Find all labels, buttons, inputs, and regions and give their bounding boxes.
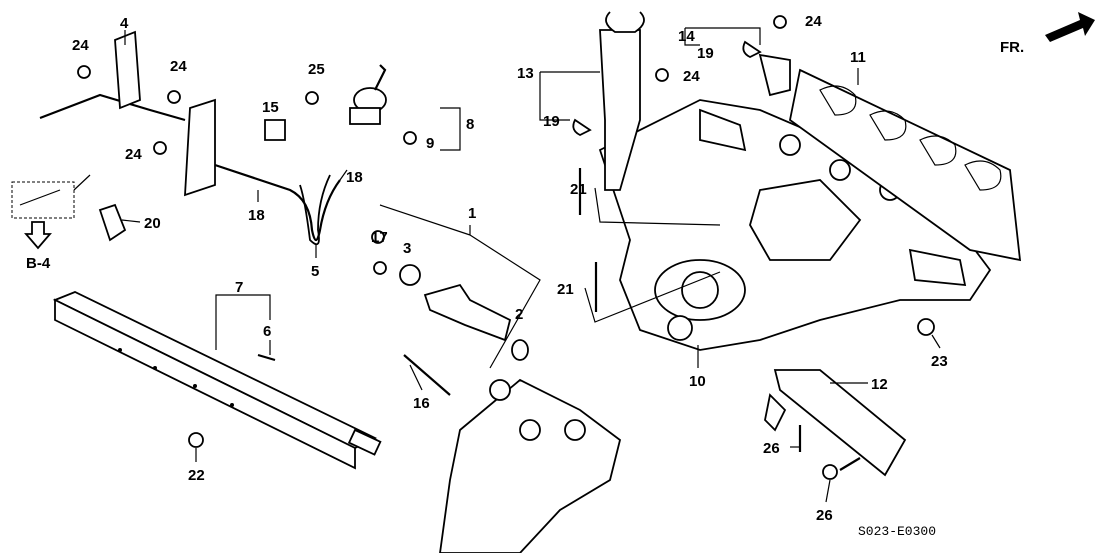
callout-17[interactable]: 17	[371, 229, 388, 246]
reference-box	[11, 174, 91, 250]
callout-7[interactable]: 7	[235, 279, 243, 296]
callout-24[interactable]: 24	[683, 68, 700, 85]
callout-22[interactable]: 22	[188, 467, 205, 484]
callout-8[interactable]: 8	[466, 116, 474, 133]
callout-23[interactable]: 23	[931, 353, 948, 370]
callout-25[interactable]: 25	[308, 61, 325, 78]
callout-11[interactable]: 11	[850, 49, 866, 66]
front-direction-label: FR.	[1000, 39, 1024, 56]
callout-19[interactable]: 19	[543, 113, 560, 130]
callout-19[interactable]: 19	[697, 45, 714, 62]
lower-manifold-section	[439, 378, 622, 553]
callout-13[interactable]: 13	[517, 65, 534, 82]
callout-5[interactable]: 5	[311, 263, 319, 280]
leader-lines	[121, 27, 941, 503]
callout-24[interactable]: 24	[125, 146, 142, 163]
callout-18[interactable]: 18	[248, 207, 265, 224]
fuel-rail	[52, 291, 382, 470]
callout-26[interactable]: 26	[763, 440, 780, 457]
callout-4[interactable]: 4	[120, 15, 129, 32]
callout-15[interactable]: 15	[262, 99, 279, 116]
callout-26[interactable]: 26	[816, 507, 833, 524]
fuel-pressure-regulator	[299, 64, 387, 246]
callout-1[interactable]: 1	[468, 205, 476, 222]
small-fasteners	[77, 11, 935, 480]
front-direction-indicator: FR.	[1000, 12, 1095, 56]
callout-20[interactable]: 20	[144, 215, 161, 232]
callout-24[interactable]: 24	[170, 58, 187, 75]
brackets	[98, 29, 907, 477]
callout-16[interactable]: 16	[413, 395, 430, 412]
callouts: 4 24 24 25 15 8 9 24 18 18 20 5 7 6 1 17…	[72, 13, 948, 524]
fuel-injector	[373, 261, 529, 361]
callout-18[interactable]: 18	[346, 169, 363, 186]
callout-24[interactable]: 24	[72, 37, 89, 54]
reference-label: B-4	[26, 255, 51, 272]
callout-10[interactable]: 10	[689, 373, 706, 390]
callout-2[interactable]: 2	[515, 306, 523, 323]
callout-14[interactable]: 14	[678, 28, 695, 45]
diagram-code: S023-E0300	[858, 524, 936, 539]
callout-12[interactable]: 12	[871, 376, 888, 393]
callout-3[interactable]: 3	[403, 240, 411, 257]
callout-6[interactable]: 6	[263, 323, 271, 340]
callout-21[interactable]: 21	[570, 181, 587, 198]
callout-24[interactable]: 24	[805, 13, 822, 30]
manifold-gasket	[789, 68, 1022, 262]
callout-21[interactable]: 21	[557, 281, 574, 298]
callout-9[interactable]: 9	[426, 135, 434, 152]
